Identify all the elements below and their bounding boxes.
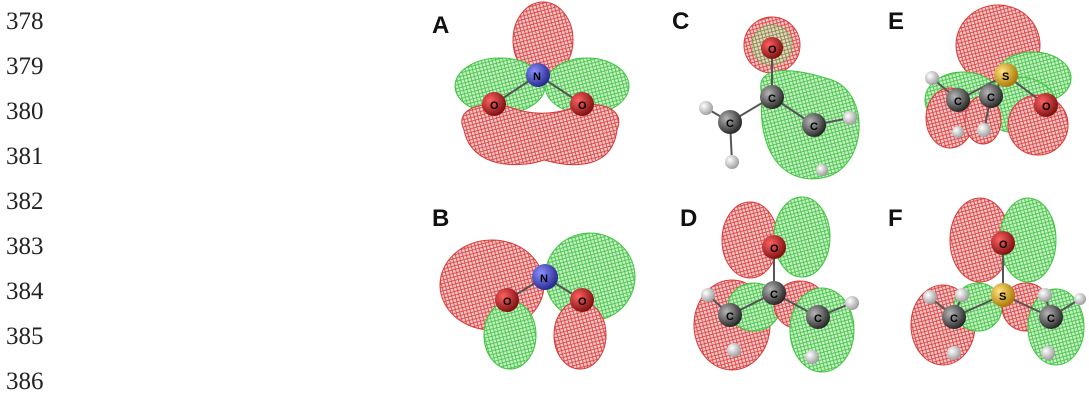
atom-label: C bbox=[726, 118, 734, 130]
atom-label: N bbox=[533, 71, 541, 83]
atom-label: O bbox=[999, 239, 1008, 251]
hydrogen-atom bbox=[816, 164, 828, 176]
panel-c: C O C C C bbox=[672, 0, 872, 190]
atom-label: C bbox=[987, 92, 995, 104]
orbital-b-illustration: N O O bbox=[432, 195, 632, 385]
red-lobe bbox=[462, 104, 619, 164]
hydrogen-atom bbox=[947, 346, 961, 360]
atom-label: C bbox=[950, 313, 958, 325]
atom-label: S bbox=[1002, 71, 1009, 83]
panel-label: E bbox=[888, 8, 904, 36]
line-number: 385 bbox=[6, 323, 44, 351]
panel-label: B bbox=[432, 205, 449, 233]
atom-label: C bbox=[954, 96, 962, 108]
panel-f: F O S C C bbox=[888, 195, 1086, 385]
atom-label: O bbox=[770, 243, 779, 255]
panel-e: E S C C O bbox=[888, 0, 1086, 190]
atom-label: C bbox=[810, 121, 818, 133]
atom-label: O bbox=[578, 296, 587, 308]
hydrogen-atom bbox=[955, 288, 969, 302]
atom-label: N bbox=[540, 273, 548, 285]
panel-label: A bbox=[432, 12, 449, 40]
atom-label: C bbox=[768, 93, 776, 105]
panel-label: C bbox=[672, 8, 689, 36]
atom-label: O bbox=[1042, 101, 1051, 113]
atom-label: O bbox=[490, 100, 499, 112]
line-number: 378 bbox=[6, 8, 44, 36]
panel-b: B N O O bbox=[432, 195, 632, 385]
hydrogen-atom bbox=[977, 123, 991, 137]
hydrogen-atom bbox=[843, 111, 857, 125]
hydrogen-atom bbox=[701, 288, 715, 302]
orbital-d-illustration: O C C C bbox=[672, 195, 872, 385]
green-lobe bbox=[790, 288, 854, 372]
hydrogen-atom bbox=[1074, 293, 1086, 305]
hydrogen-atom bbox=[1041, 346, 1055, 360]
panel-d: D O C C C bbox=[672, 195, 872, 385]
atom-label: C bbox=[726, 311, 734, 323]
hydrogen-atom bbox=[845, 296, 859, 310]
atom-label: C bbox=[770, 289, 778, 301]
panel-a: A N O O bbox=[432, 0, 632, 190]
line-number: 380 bbox=[6, 98, 44, 126]
hydrogen-atom bbox=[725, 155, 739, 169]
atom-label: C bbox=[1047, 313, 1055, 325]
atom-label: C bbox=[814, 313, 822, 325]
panel-label: F bbox=[888, 205, 903, 233]
line-number: 381 bbox=[6, 143, 44, 171]
atom-label: S bbox=[999, 291, 1006, 303]
line-number: 382 bbox=[6, 188, 44, 216]
hydrogen-atom bbox=[699, 101, 713, 115]
hydrogen-atom bbox=[925, 71, 939, 85]
hydrogen-atom bbox=[805, 350, 819, 364]
panel-label: D bbox=[680, 205, 697, 233]
orbital-a-illustration: N O O bbox=[432, 0, 632, 190]
line-number: 379 bbox=[6, 53, 44, 81]
orbital-e-illustration: S C C O bbox=[888, 0, 1086, 190]
atom-label: O bbox=[503, 296, 512, 308]
hydrogen-atom bbox=[1038, 288, 1052, 302]
orbital-f-illustration: O S C C bbox=[888, 195, 1086, 385]
hydrogen-atom bbox=[923, 290, 937, 304]
line-number: 383 bbox=[6, 233, 44, 261]
green-lobe bbox=[774, 197, 830, 277]
orbital-c-illustration: O C C C bbox=[672, 0, 872, 190]
atom-label: O bbox=[768, 44, 777, 56]
line-number: 384 bbox=[6, 278, 44, 306]
hydrogen-atom bbox=[727, 343, 741, 357]
hydrogen-atom bbox=[952, 126, 964, 138]
atom-label: O bbox=[578, 100, 587, 112]
line-number: 386 bbox=[6, 368, 44, 396]
